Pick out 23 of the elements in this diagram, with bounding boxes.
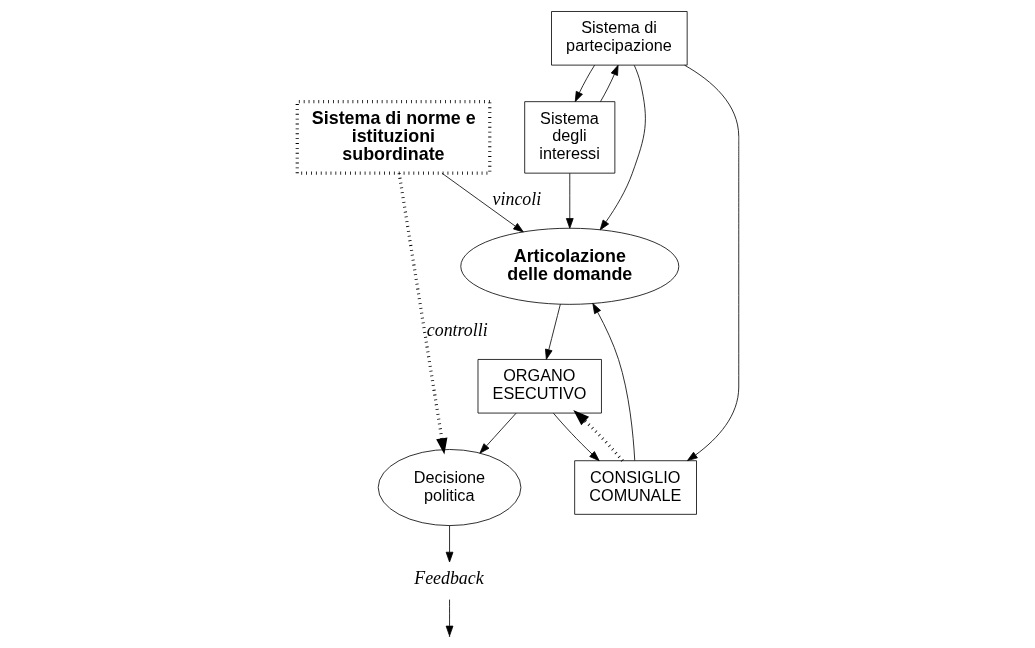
arrow	[683, 64, 739, 461]
node-box: Sistema di partecipazione	[550, 11, 688, 66]
node-box: Sistema degli interessi	[523, 101, 615, 174]
arrow	[441, 172, 524, 233]
node-ellipse: Decisione politica	[377, 449, 521, 526]
arrow	[565, 172, 574, 229]
arrow	[397, 172, 447, 455]
arrow	[544, 303, 561, 360]
arrow	[599, 64, 646, 231]
edge-label: vincoli	[492, 188, 541, 209]
arrow	[572, 409, 624, 462]
node-box: Sistema di norme e istituzioni subordinate	[295, 100, 491, 175]
arrow	[479, 412, 516, 454]
node-box: ORGANO ESECUTIVO	[477, 359, 602, 414]
arrow	[599, 64, 618, 102]
node-ellipse: Articolazione delle domande	[459, 227, 679, 305]
arrow	[591, 303, 635, 461]
node-box: CONSIGLIO COMUNALE	[573, 460, 697, 515]
edge-label: controlli	[426, 319, 488, 340]
arrow	[552, 412, 600, 462]
node-text: Feedback	[413, 568, 484, 589]
arrow	[445, 525, 453, 563]
arrow	[574, 64, 595, 102]
